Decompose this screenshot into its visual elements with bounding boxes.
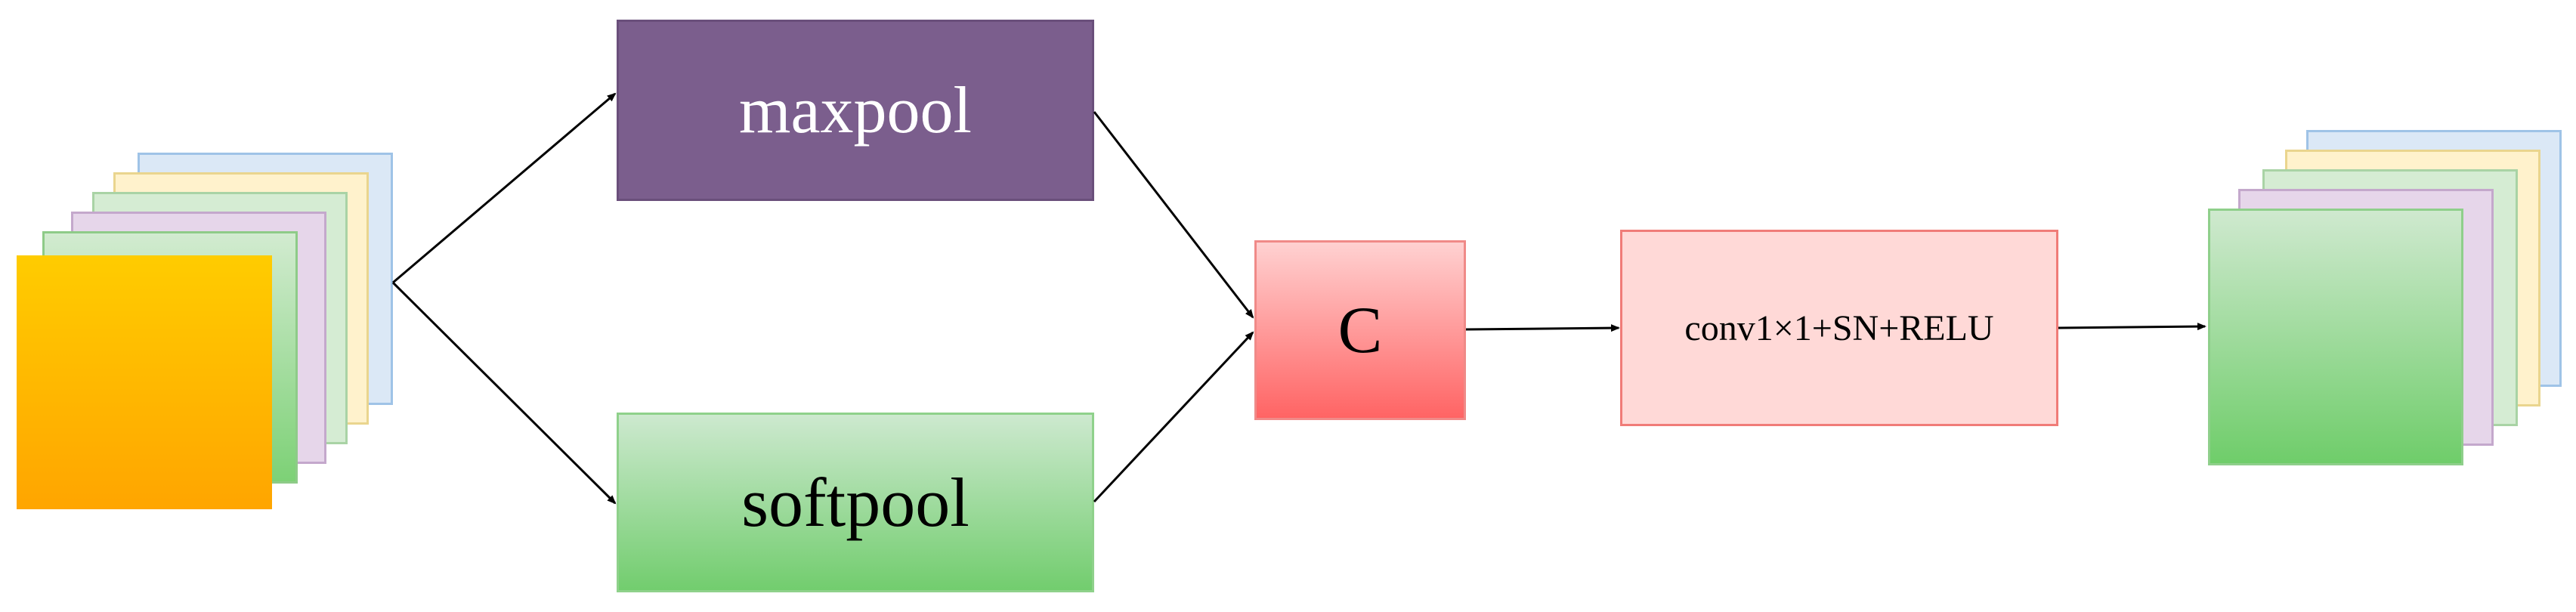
arrow-maxpool-to-concat [1093,111,1254,319]
softpool-block: softpool [617,413,1094,592]
conv-label: conv1×1+SN+RELU [1684,308,1994,348]
arrow-concat-to-conv [1465,324,1620,332]
arrow-conv-to-output [2058,323,2206,331]
maxpool-block: maxpool [617,20,1094,201]
concat-label: C [1337,293,1383,367]
output-layer-front-green [2208,209,2463,465]
conv-block: conv1×1+SN+RELU [1620,230,2058,426]
concat-block: C [1254,240,1466,420]
softpool-label: softpool [741,464,969,541]
arrow-input-to-maxpool [392,92,617,284]
input-layer-front-orange [17,255,272,509]
maxpool-label: maxpool [739,73,972,147]
arrow-input-to-softpool [391,281,617,505]
arrow-softpool-to-concat [1093,331,1254,503]
